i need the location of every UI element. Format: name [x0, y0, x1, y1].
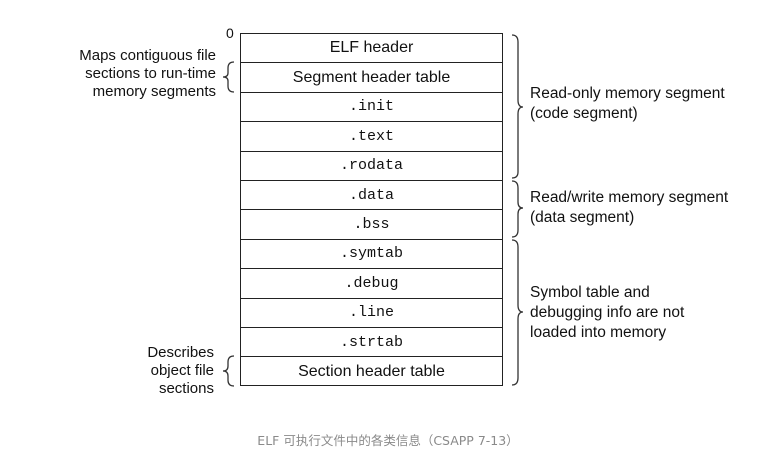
- segment-header-note: Maps contiguous file sections to run-tim…: [79, 47, 216, 101]
- segment-header-note-line: Maps contiguous file: [79, 47, 216, 64]
- symbol-table-note-line: debugging info are not: [530, 304, 685, 321]
- right-brace-symbols: [511, 239, 524, 386]
- left-brace-section-header: [222, 355, 235, 387]
- section-text: .text: [241, 122, 502, 152]
- left-brace-segment-header: [222, 61, 235, 93]
- section-line: .line: [241, 299, 502, 328]
- section-symtab: .symtab: [241, 240, 502, 270]
- elf-section-stack: ELF header Segment header table .init .t…: [240, 33, 503, 386]
- symbol-table-note: Symbol table and debugging info are not …: [530, 283, 684, 343]
- section-init: .init: [241, 93, 502, 123]
- section-header-note-line: sections: [158, 380, 214, 397]
- symbol-table-note-line: Symbol table and: [530, 284, 650, 301]
- readwrite-segment-note-line: (data segment): [530, 209, 635, 226]
- readonly-segment-note: Read-only memory segment (code segment): [530, 84, 725, 124]
- section-header-note: Describes object file sections: [147, 344, 214, 398]
- origin-zero-label: 0: [226, 25, 234, 41]
- section-data: .data: [241, 181, 502, 211]
- readwrite-segment-note-line: Read/write memory segment: [530, 189, 729, 206]
- section-elf-header: ELF header: [241, 34, 502, 64]
- section-bss: .bss: [241, 210, 502, 240]
- readonly-segment-note-line: (code segment): [530, 105, 638, 122]
- section-strtab: .strtab: [241, 328, 502, 358]
- readwrite-segment-note: Read/write memory segment (data segment): [530, 188, 728, 228]
- symbol-table-note-line: loaded into memory: [530, 324, 667, 341]
- section-section-header-table: Section header table: [298, 362, 445, 380]
- section-debug: .debug: [241, 269, 502, 299]
- section-rodata: .rodata: [241, 152, 502, 181]
- right-brace-readwrite: [511, 180, 524, 238]
- section-segment-header-table: Segment header table: [241, 63, 502, 93]
- segment-header-note-line: memory segments: [92, 83, 216, 100]
- section-header-note-line: Describes: [147, 344, 214, 361]
- figure-caption: ELF 可执行文件中的各类信息（CSAPP 7-13）: [257, 433, 519, 448]
- segment-header-note-line: sections to run-time: [85, 65, 216, 82]
- section-header-note-line: object file: [150, 362, 214, 379]
- right-brace-readonly: [511, 34, 524, 179]
- readonly-segment-note-line: Read-only memory segment: [530, 85, 725, 102]
